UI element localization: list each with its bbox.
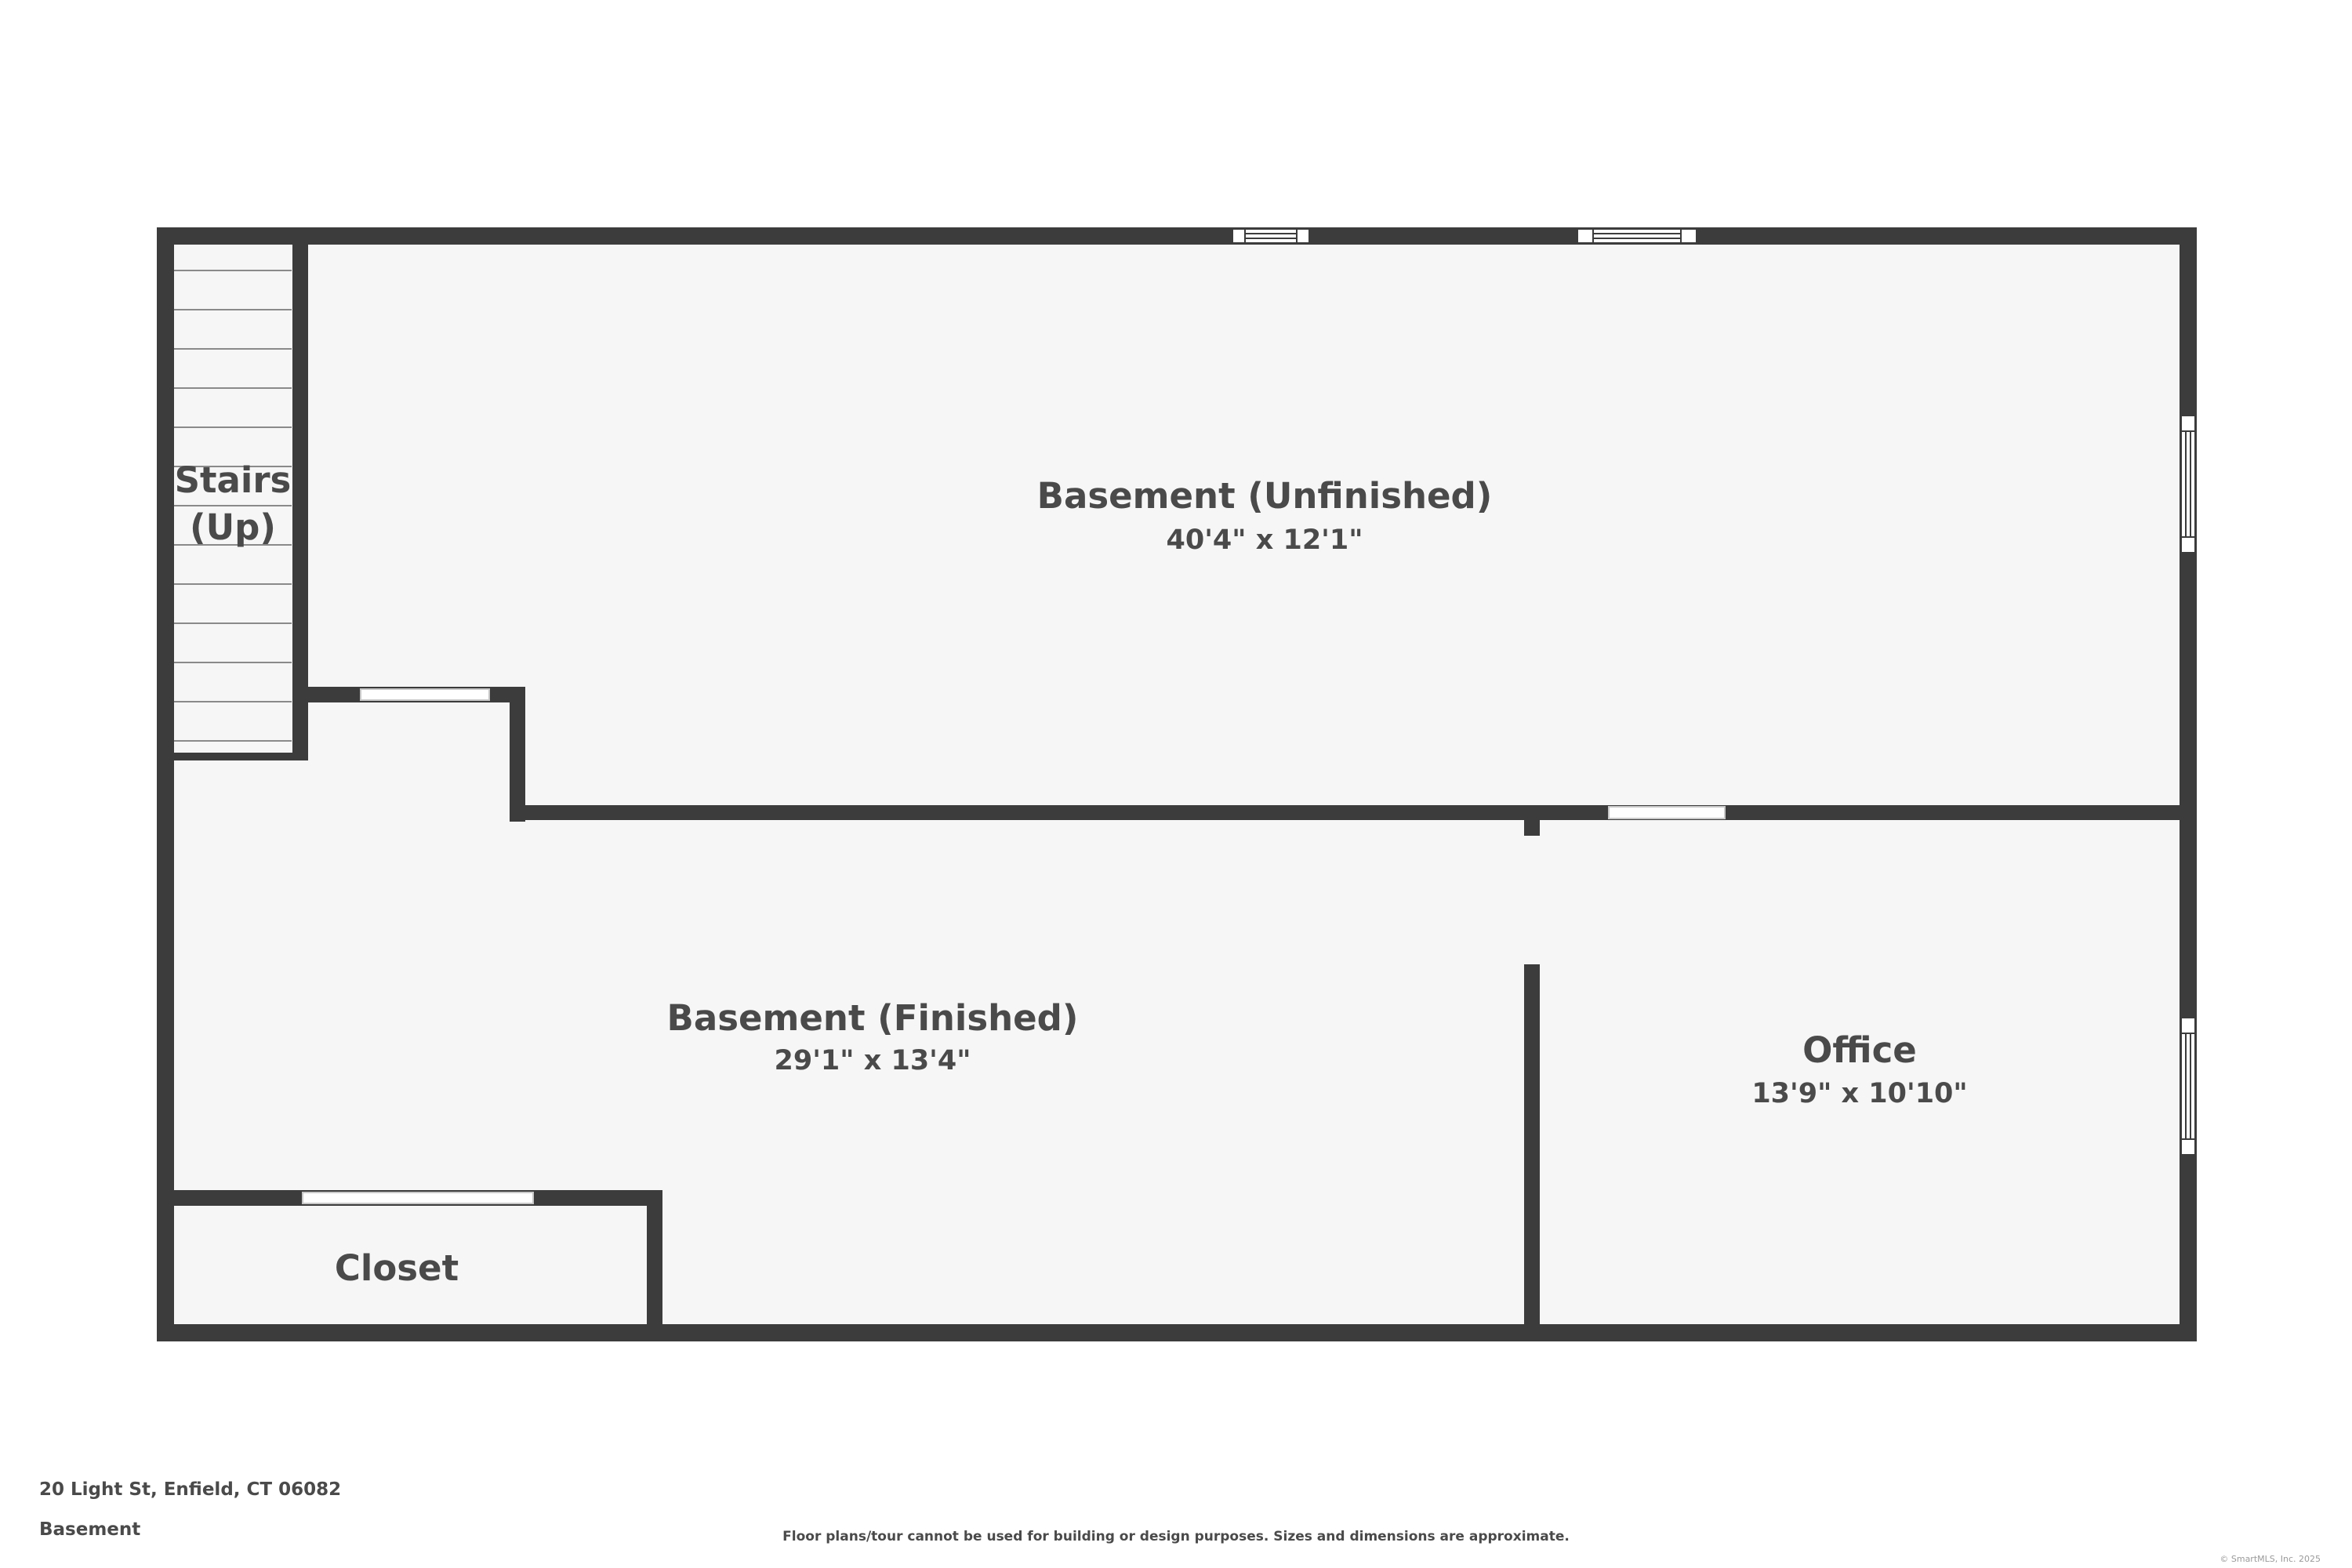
wall-office — [1524, 964, 1540, 1334]
wall-divider-stub — [1524, 815, 1540, 836]
disclaimer-text: Floor plans/tour cannot be used for buil… — [782, 1529, 1570, 1544]
wall-unfinished-divider — [510, 805, 2187, 820]
windows — [1232, 228, 2196, 1156]
room-dimensions-office: 13'9" x 10'10" — [1751, 1078, 1967, 1109]
floor-level-label: Basement — [39, 1519, 141, 1540]
window-top-1 — [1232, 228, 1310, 244]
wall-upper-step-vertical — [510, 687, 525, 822]
wall-stairs-right — [292, 235, 308, 760]
window-top-2 — [1577, 228, 1697, 244]
door-stairs-landing — [360, 688, 490, 701]
room-name-stairs-line2: (Up) — [190, 506, 276, 548]
wall-top — [157, 227, 2197, 245]
wall-bottom — [157, 1324, 2197, 1341]
room-dimensions-basement-finished: 29'1" x 13'4" — [775, 1045, 971, 1076]
window-right-1 — [2180, 415, 2196, 554]
wall-left — [157, 227, 174, 1341]
wall-stairs-bottom — [165, 753, 308, 760]
room-name-basement-finished: Basement (Finished) — [667, 997, 1079, 1039]
wall-closet-right — [647, 1190, 662, 1331]
window-right-2 — [2180, 1017, 2196, 1156]
wall-right — [2180, 227, 2197, 1341]
doors — [302, 688, 1726, 1204]
room-name-office: Office — [1802, 1029, 1917, 1071]
room-name-closet: Closet — [335, 1247, 459, 1289]
door-closet — [302, 1192, 534, 1204]
copyright-text: © SmartMLS, Inc. 2025 — [2220, 1554, 2321, 1564]
room-dimensions-basement-unfinished: 40'4" x 12'1" — [1167, 524, 1363, 556]
floor-area — [165, 235, 2187, 1333]
room-name-stairs-line1: Stairs — [175, 459, 292, 501]
property-address: 20 Light St, Enfield, CT 06082 — [39, 1479, 342, 1500]
door-office — [1608, 806, 1726, 819]
stair-treads — [172, 270, 292, 742]
room-name-basement-unfinished: Basement (Unfinished) — [1037, 475, 1493, 517]
